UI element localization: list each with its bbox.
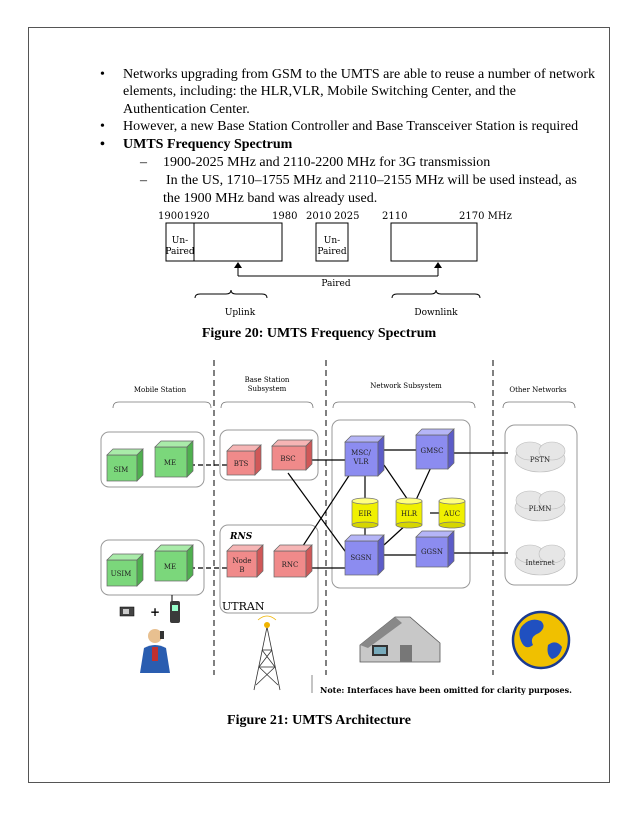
section-other: Other Networks (509, 386, 567, 394)
pstn-cloud (514, 441, 566, 473)
rnc-node (273, 544, 313, 578)
bsc-node (271, 439, 313, 471)
node-label: GMSC (421, 447, 444, 455)
me-node-gsm (154, 440, 194, 478)
msc-vlr-node (344, 435, 385, 477)
tick-label: 1980 (272, 211, 297, 222)
node-label: ME (164, 563, 176, 571)
nodeb-node (226, 544, 264, 578)
bullet-line: Networks upgrading from GSM to the UMTS … (123, 67, 596, 82)
person-on-phone-icon (140, 629, 170, 673)
node-label: PLMN (529, 505, 552, 513)
node-label: Internet (525, 559, 554, 567)
interfaces-note: Note: Interfaces have been omitted for c… (320, 685, 572, 695)
nss-box (331, 419, 471, 589)
sub-bullet-line: In the US, 1710–1755 MHz and 2110–2155 M… (166, 173, 577, 188)
section-nss: Network Subsystem (370, 382, 442, 390)
utran-box (219, 524, 319, 614)
node-label: MSC/ (351, 449, 371, 457)
tick-label: 2110 (382, 211, 407, 222)
utran-label: UTRAN (222, 600, 265, 613)
internet-cloud (514, 544, 566, 576)
mobile-station-umts-box (100, 539, 205, 596)
globe-icon (511, 610, 571, 670)
uplink-label: Uplink (225, 308, 256, 318)
figure-20-caption: Figure 20: UMTS Frequency Spectrum (201, 326, 437, 341)
tick-label: 2010 (306, 211, 331, 222)
sgsn-node (344, 534, 385, 576)
node-label: RNC (282, 561, 299, 569)
downlink-label: Downlink (414, 308, 458, 318)
mobile-phone-icon (170, 595, 180, 623)
figure-21-caption: Figure 21: UMTS Architecture (227, 713, 411, 728)
unpaired-label: Paired (165, 247, 195, 257)
house-icon (359, 616, 441, 663)
bullet-line: elements, including: the HLR,VLR, Mobile… (123, 84, 516, 99)
node-label: HLR (401, 510, 418, 518)
node-label: VLR (353, 458, 370, 466)
bts-node (226, 444, 262, 476)
node-label: B (239, 566, 244, 574)
other-networks-box (504, 424, 578, 586)
node-label: Node (233, 557, 252, 565)
band-2110-2170 (390, 222, 478, 262)
bullet-line: UMTS Frequency Spectrum (123, 137, 293, 152)
bss-box (219, 429, 319, 481)
sub-bullet-line: 1900-2025 MHz and 2110-2200 MHz for 3G t… (163, 155, 491, 170)
me-node-umts (154, 544, 194, 582)
unpaired-label: Paired (317, 247, 347, 257)
unpaired-label: Un- (172, 236, 188, 246)
radio-tower-icon (253, 615, 281, 691)
node-label: USIM (111, 570, 132, 578)
band-1900-1980 (165, 222, 283, 262)
band-2010-2025 (315, 222, 349, 262)
node-label: GGSN (421, 548, 443, 556)
spectrum-diagram: 1900 1920 1980 2010 2025 2110 2170 MHz U… (158, 211, 512, 318)
auc-database (438, 497, 466, 529)
node-label: AUC (443, 510, 460, 518)
usim-node (106, 553, 144, 587)
page-border (28, 27, 610, 783)
node-label: PSTN (530, 456, 550, 464)
mobile-station-gsm-box (100, 431, 205, 488)
sim-card-icon (119, 606, 135, 617)
ggsn-node (415, 530, 455, 568)
sim-node (106, 448, 144, 482)
node-label: BSC (280, 455, 295, 463)
rns-label: RNS (229, 532, 253, 542)
section-mobile-station: Mobile Station (134, 386, 187, 394)
paired-label: Paired (321, 279, 351, 289)
plmn-cloud (514, 490, 566, 522)
node-label: SGSN (350, 554, 371, 562)
tick-label: 1920 (184, 211, 209, 222)
bullet-line: Authentication Center. (123, 102, 250, 117)
sub-bullet-line: the 1900 MHz band was already used. (163, 191, 378, 206)
tick-label: 2025 (334, 211, 359, 222)
node-label: EIR (358, 510, 372, 518)
node-label: SIM (114, 466, 129, 474)
umts-architecture-diagram: Mobile Station Base Station Subsystem Ne… (100, 360, 578, 695)
tick-label: 2170 MHz (459, 211, 512, 222)
node-label: BTS (234, 460, 249, 468)
hlr-database (395, 497, 423, 529)
unpaired-label: Un- (324, 236, 340, 246)
tick-label: 1900 (158, 211, 183, 222)
section-bss: Base Station (245, 376, 290, 384)
plus-sign: + (150, 605, 160, 619)
node-label: ME (164, 459, 176, 467)
bullet-line: However, a new Base Station Controller a… (123, 119, 579, 134)
eir-database (351, 497, 379, 529)
section-bss: Subsystem (248, 385, 287, 393)
gmsc-node (415, 428, 455, 470)
